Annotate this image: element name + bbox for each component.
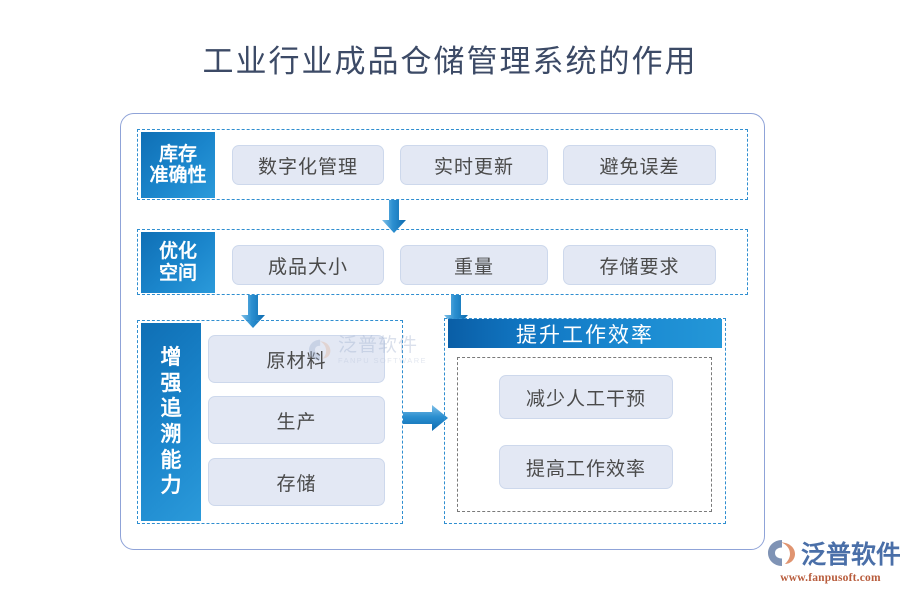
row-1-label-line-2: 准确性 [149,165,207,186]
row-1-item-2[interactable]: 实时更新 [400,145,548,185]
row-1-item-3[interactable]: 避免误差 [563,145,716,185]
bottom-right-inner-dashed-box [457,357,712,512]
row-1-dashed-band [137,129,748,200]
row-2-label-line-2: 空间 [158,262,197,284]
bottom-right-dashed-band [444,318,726,524]
bottom-left-label-char-1: 增 [160,345,182,370]
bottom-left-dashed-band [137,320,403,524]
row-2-label: 优化 空间 [141,232,215,293]
row-2-dashed-band [137,229,748,295]
arrow-right-icon-left-to-right [403,403,449,433]
bottom-left-item-2[interactable]: 生产 [208,396,385,444]
bottom-left-label-char-3: 追 [160,396,182,421]
row-2-item-3[interactable]: 存储要求 [563,245,716,285]
arrow-down-icon-row1-row2 [381,200,407,234]
logo-website-url: www.fanpusoft.com [780,572,881,584]
row-2-item-2[interactable]: 重量 [400,245,548,285]
logo-company-name: 泛普软件 [801,542,900,569]
page-title: 工业行业成品仓储管理系统的作用 [202,44,698,79]
bottom-left-item-1[interactable]: 原材料 [208,335,385,383]
bottom-left-label-char-2: 强 [160,370,182,395]
bottom-left-item-3[interactable]: 存储 [208,458,385,506]
company-logo: 泛普软件 www.fanpusoft.com [768,535,900,587]
fanpu-logo-mark-icon [768,539,798,567]
row-1-label-text: 库存 准确性 [149,144,206,187]
row-1-item-1[interactable]: 数字化管理 [232,145,384,185]
row-2-item-1[interactable]: 成品大小 [232,245,384,285]
row-2-label-text: 优化 空间 [159,241,197,284]
row-1-label: 库存 准确性 [141,132,215,198]
bottom-left-label-char-6: 力 [160,473,182,498]
bottom-left-label-char-5: 能 [160,447,182,472]
bottom-right-item-2[interactable]: 提高工作效率 [499,445,673,489]
row-1-label-line-1: 库存 [158,143,197,165]
bottom-left-label-char-4: 溯 [160,422,182,446]
bottom-left-label: 增 强 追 溯 能 力 [141,323,201,521]
logo-row: 泛普软件 [768,535,900,571]
bottom-right-header: 提升工作效率 [448,319,722,348]
arrow-down-icon-row2-left [240,295,266,329]
bottom-right-item-1[interactable]: 减少人工干预 [499,375,673,419]
row-2-label-line-1: 优化 [158,241,197,263]
